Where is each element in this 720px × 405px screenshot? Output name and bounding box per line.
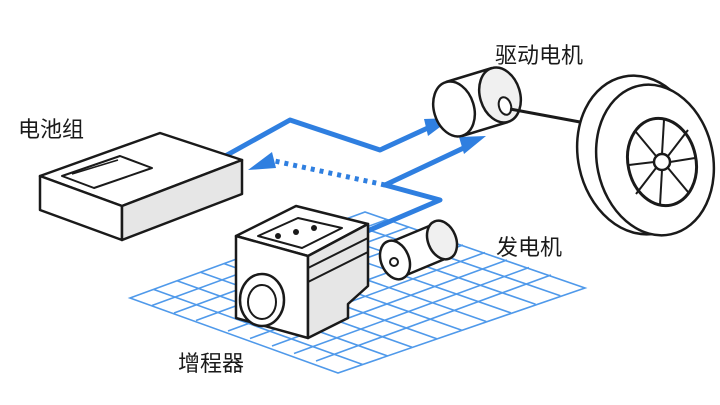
drive-motor-label: 驱动电机	[495, 44, 584, 69]
flow-return-dotted	[269, 157, 386, 188]
wheel-icon	[575, 74, 716, 237]
flow-generator-split	[357, 142, 472, 238]
battery-label: 电池组	[18, 118, 85, 143]
generator-icon	[378, 219, 459, 281]
battery-pack-icon	[38, 131, 244, 242]
flow-arrowhead	[248, 152, 276, 170]
energy-flow	[216, 117, 486, 238]
range-extender-label: 增程器	[178, 352, 245, 377]
generator-label: 发电机	[496, 236, 563, 261]
drive-motor-icon	[431, 66, 581, 138]
flow-to-drive-motor	[216, 117, 432, 163]
flow-arrowhead	[459, 136, 486, 154]
range-extender-engine-icon	[234, 204, 370, 340]
